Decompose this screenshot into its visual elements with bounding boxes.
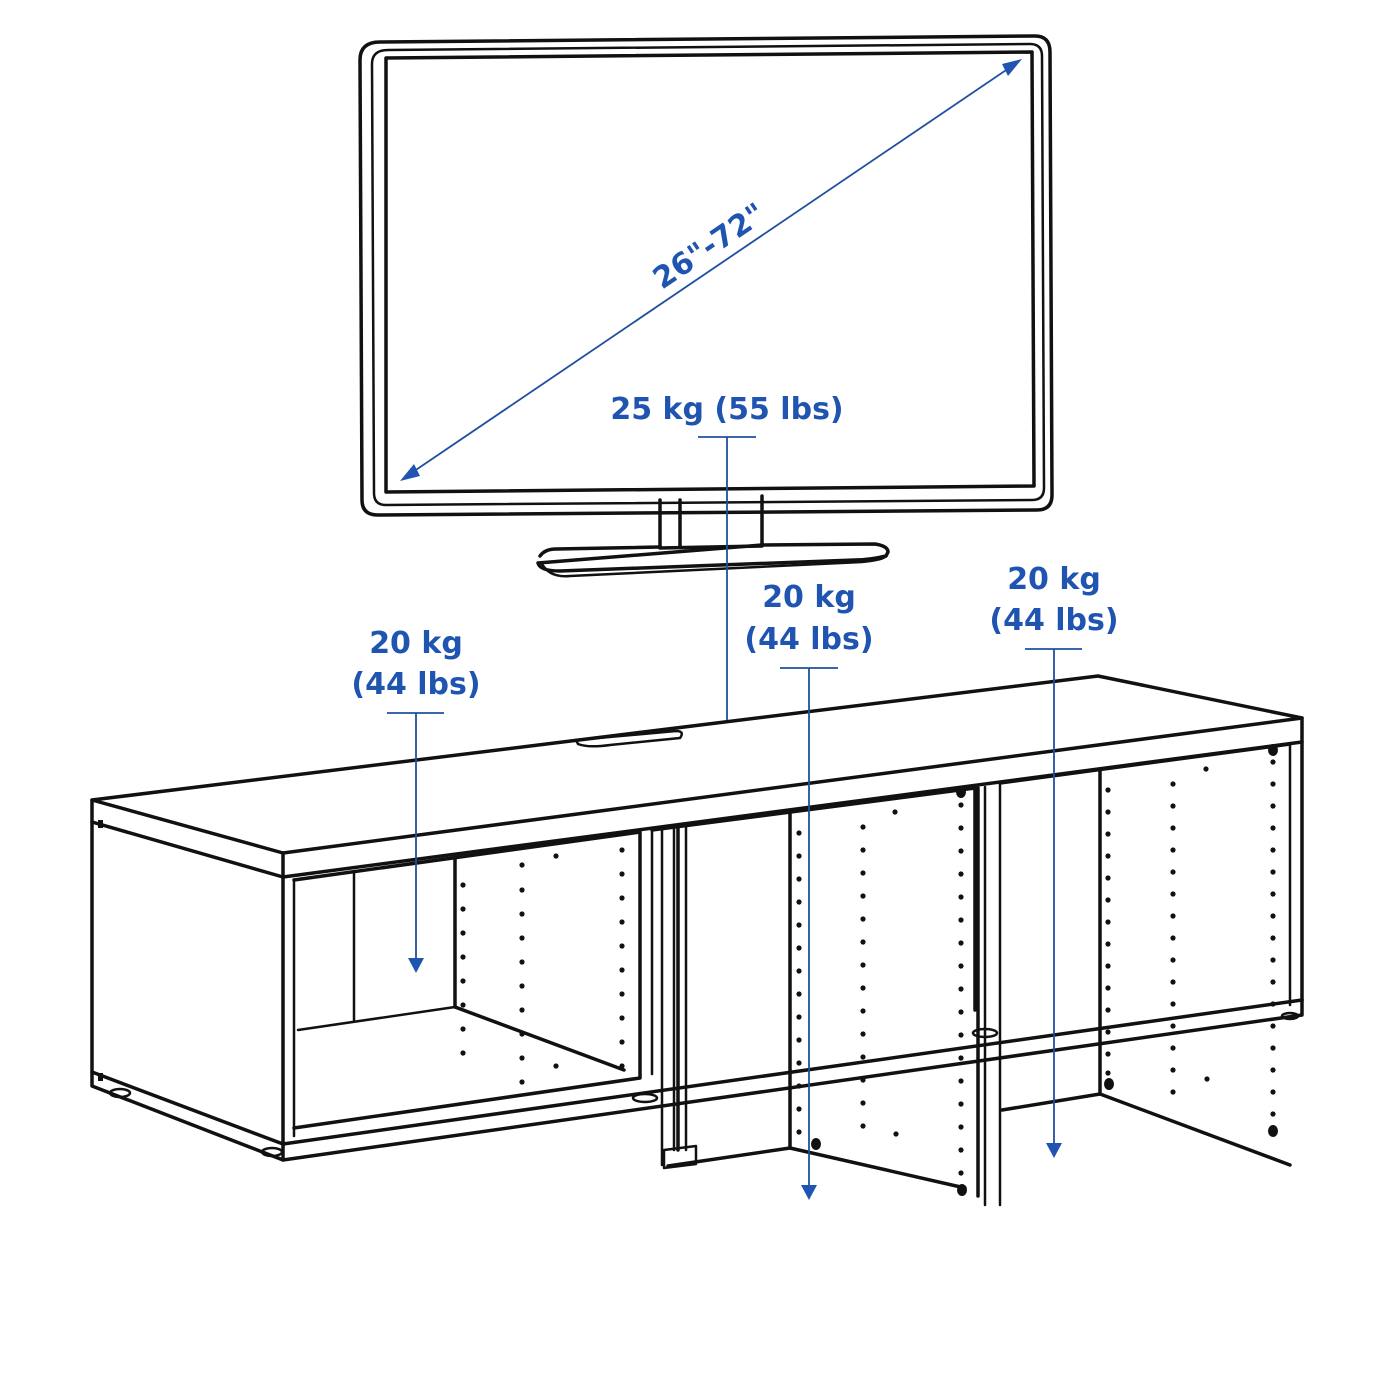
middle-compartment-callout: 20 kg (44 lbs) <box>744 580 874 1200</box>
left-compartment-callout: 20 kg (44 lbs) <box>351 626 481 973</box>
arrowhead-icon <box>400 464 420 481</box>
arrowhead-icon <box>1002 59 1022 76</box>
middle-weight-lbs: (44 lbs) <box>744 622 873 657</box>
arrow-down-icon <box>408 958 424 973</box>
right-weight-lbs: (44 lbs) <box>989 603 1118 638</box>
shelf-pin-holes-middle <box>796 786 967 1196</box>
tv-weight-label: 25 kg (55 lbs) <box>610 392 843 427</box>
arrow-down-icon <box>801 1185 817 1200</box>
shelf-pin-holes-left <box>460 847 625 1085</box>
television <box>358 34 1054 578</box>
arrow-down-icon <box>1046 1143 1062 1158</box>
shelf-pin-holes-right <box>1104 744 1278 1137</box>
left-weight-kg: 20 kg <box>369 626 463 661</box>
right-compartment-callout: 20 kg (44 lbs) <box>989 562 1119 1158</box>
tv-bench <box>90 674 1304 1207</box>
right-weight-kg: 20 kg <box>1007 562 1101 597</box>
middle-weight-kg: 20 kg <box>762 580 856 615</box>
screen-size-label: 26"-72" <box>647 196 772 296</box>
left-weight-lbs: (44 lbs) <box>351 667 480 702</box>
